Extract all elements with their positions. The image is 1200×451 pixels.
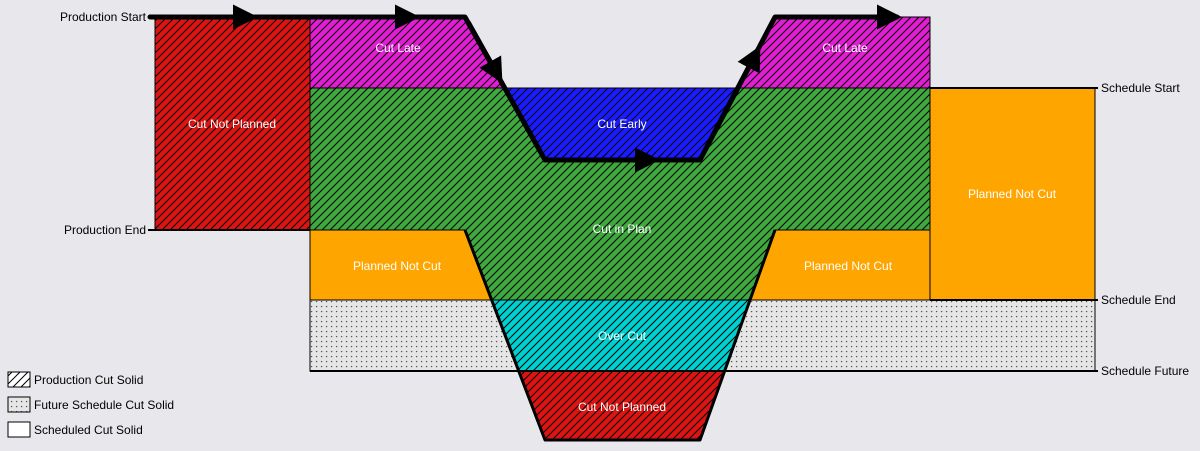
legend-item-scheduled-cut: Scheduled Cut Solid	[7, 421, 143, 438]
label-production-end: Production End	[64, 223, 146, 237]
label-production-start: Production Start	[60, 10, 147, 24]
label-cut-not-planned-left: Cut Not Planned	[188, 117, 276, 131]
production-progress-line	[147, 4, 902, 173]
label-over-cut: Over Cut	[598, 329, 647, 343]
legend: Production Cut Solid Future Schedule Cut…	[7, 371, 174, 438]
label-planned-not-cut-right: Planned Not Cut	[968, 187, 1057, 201]
label-cut-late-right: Cut Late	[822, 41, 868, 55]
legend-label-scheduled-cut: Scheduled Cut Solid	[34, 423, 143, 437]
label-cut-not-planned-bottom: Cut Not Planned	[578, 400, 666, 414]
legend-item-production-cut: Production Cut Solid	[7, 371, 143, 388]
legend-label-future-schedule-cut: Future Schedule Cut Solid	[34, 398, 174, 412]
legend-item-future-schedule-cut: Future Schedule Cut Solid	[7, 396, 174, 413]
label-cut-early: Cut Early	[597, 117, 646, 131]
progress-arrow-3	[465, 20, 503, 84]
label-cut-late-left: Cut Late	[375, 41, 421, 55]
legend-swatch-plain	[7, 421, 31, 438]
region-cut-late-right	[737, 16, 931, 89]
legend-label-production-cut: Production Cut Solid	[34, 373, 143, 387]
legend-swatch-dots	[7, 396, 31, 413]
progress-arrow-5	[718, 45, 761, 122]
region-cut-early	[504, 87, 739, 161]
label-schedule-future: Schedule Future	[1101, 364, 1189, 378]
label-schedule-end: Schedule End	[1101, 293, 1176, 307]
region-cut-not-planned-bottom	[518, 370, 726, 441]
region-over-cut	[491, 299, 751, 372]
region-cut-late-left	[309, 16, 506, 89]
production-bottom-profile-line	[463, 229, 777, 442]
region-cut-not-planned-left	[154, 16, 311, 231]
label-cut-in-plan: Cut in Plan	[593, 222, 652, 236]
label-planned-not-cut-mid: Planned Not Cut	[804, 259, 893, 273]
label-schedule-start: Schedule Start	[1101, 81, 1180, 95]
label-planned-not-cut-left: Planned Not Cut	[353, 259, 442, 273]
